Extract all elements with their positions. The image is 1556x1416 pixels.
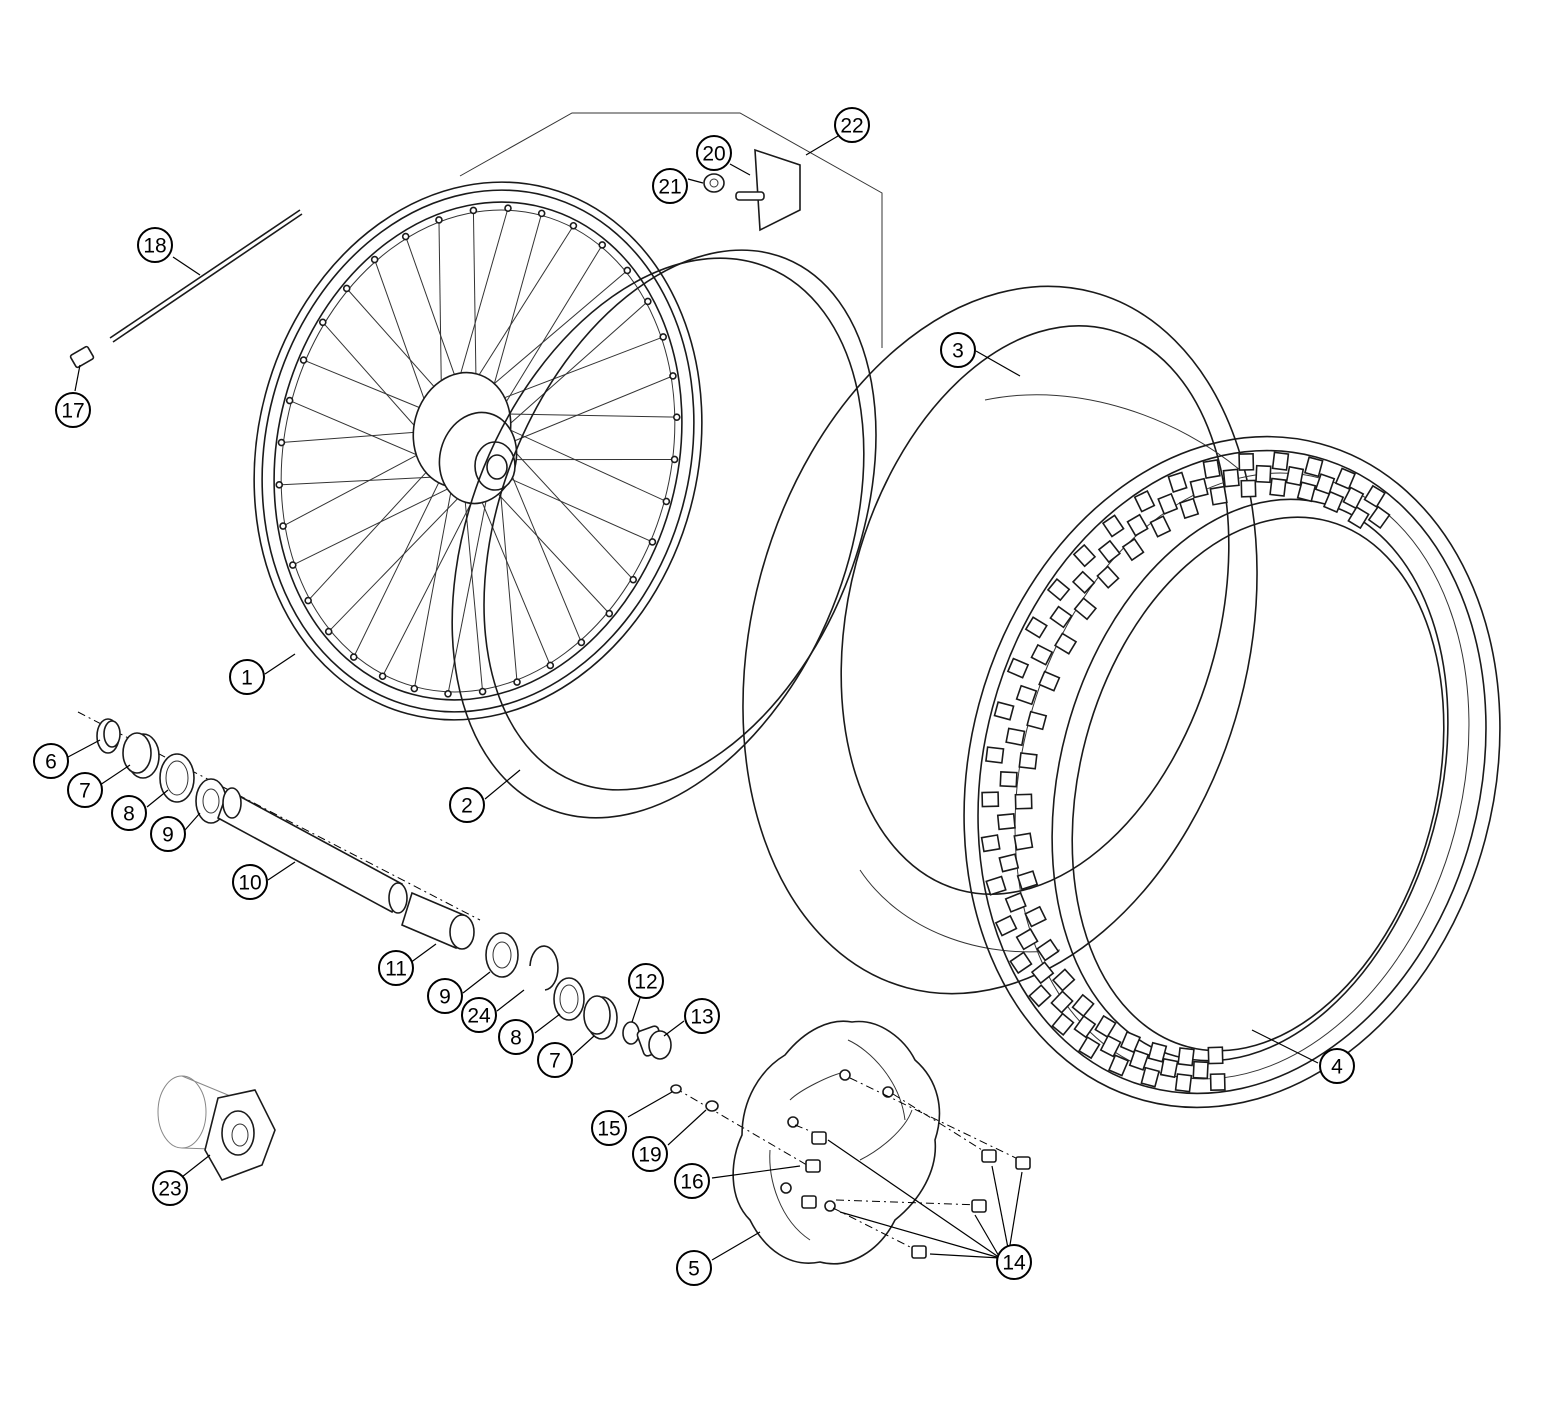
callout-c5: 5 [676, 1250, 712, 1286]
callout-c14: 14 [996, 1244, 1032, 1280]
svg-text:4: 4 [1331, 1056, 1343, 1079]
part-23-hub [157, 1075, 276, 1181]
callout-c8b: 8 [498, 1019, 534, 1055]
callout-c7b: 7 [537, 1042, 573, 1078]
svg-text:9: 9 [162, 824, 174, 847]
callout-c19: 19 [632, 1136, 668, 1172]
part-4-tyre [963, 435, 1501, 1109]
part-15-screw [670, 1084, 682, 1094]
callout-c24: 24 [461, 997, 497, 1033]
callout-c2: 2 [449, 787, 485, 823]
callout-c12: 12 [628, 963, 664, 999]
part-21-nut [703, 173, 725, 193]
callout-c17: 17 [55, 392, 91, 428]
svg-text:12: 12 [634, 971, 657, 994]
callout-c15: 15 [591, 1110, 627, 1146]
svg-text:13: 13 [690, 1006, 713, 1029]
svg-text:17: 17 [61, 400, 84, 423]
callout-c13: 13 [684, 998, 720, 1034]
part-24-circlip [529, 945, 559, 991]
callout-c7a: 7 [67, 772, 103, 808]
callout-c4: 4 [1319, 1048, 1355, 1084]
svg-text:7: 7 [549, 1050, 561, 1073]
callout-c22: 22 [834, 107, 870, 143]
svg-text:21: 21 [658, 176, 681, 199]
part-3-inner-tube [742, 285, 1258, 995]
svg-text:22: 22 [840, 115, 863, 138]
callout-c8a: 8 [111, 795, 147, 831]
svg-text:1: 1 [241, 667, 253, 690]
svg-text:5: 5 [688, 1258, 700, 1281]
svg-text:20: 20 [702, 143, 725, 166]
svg-text:14: 14 [1002, 1252, 1026, 1275]
svg-text:15: 15 [597, 1118, 620, 1141]
callout-c9a: 9 [150, 816, 186, 852]
callout-c18: 18 [137, 227, 173, 263]
svg-text:23: 23 [158, 1178, 181, 1201]
part-2-rim-band [451, 249, 877, 819]
part-18-spoke [109, 209, 303, 343]
svg-text:16: 16 [680, 1171, 703, 1194]
part-8-ring-b [553, 977, 585, 1021]
part-1-wheel [253, 181, 703, 721]
svg-text:3: 3 [952, 340, 964, 363]
callout-labels: 1234567788991011121314151617181920212223… [33, 107, 1355, 1286]
part-5-brake-disc [732, 1020, 941, 1265]
svg-text:6: 6 [45, 751, 57, 774]
svg-text:9: 9 [439, 986, 451, 1009]
part-9-bearing-b [485, 932, 519, 978]
axle-assembly-left [77, 711, 672, 1060]
callout-c3: 3 [940, 332, 976, 368]
svg-text:7: 7 [79, 780, 91, 803]
svg-text:2: 2 [461, 795, 473, 818]
svg-text:19: 19 [638, 1144, 661, 1167]
svg-text:18: 18 [143, 235, 166, 258]
callout-c10: 10 [232, 864, 268, 900]
leader-lines [67, 135, 1319, 1261]
callout-c11: 11 [378, 950, 414, 986]
callout-c6: 6 [33, 743, 69, 779]
part-12-washer [622, 1021, 640, 1045]
part-8-ring [159, 753, 195, 803]
part-16-bolt [805, 1159, 821, 1173]
callout-c21: 21 [652, 168, 688, 204]
svg-text:11: 11 [385, 958, 407, 981]
svg-text:8: 8 [123, 803, 135, 826]
callout-c20: 20 [696, 135, 732, 171]
part-20-rim-lock [735, 148, 801, 232]
part-17-spoke-nipple [69, 345, 95, 369]
part-19-washer [705, 1100, 719, 1112]
svg-text:10: 10 [238, 872, 261, 895]
kit-22-bracket [459, 112, 883, 348]
callout-c23: 23 [152, 1170, 188, 1206]
callout-c16: 16 [674, 1163, 710, 1199]
parts-15-19-16 [670, 1084, 821, 1173]
part-14-bolts [794, 1077, 1031, 1259]
callout-c9b: 9 [427, 978, 463, 1014]
callout-c1: 1 [229, 659, 265, 695]
svg-text:8: 8 [510, 1027, 522, 1050]
svg-text:24: 24 [467, 1005, 491, 1028]
part-10-axle [217, 788, 403, 914]
